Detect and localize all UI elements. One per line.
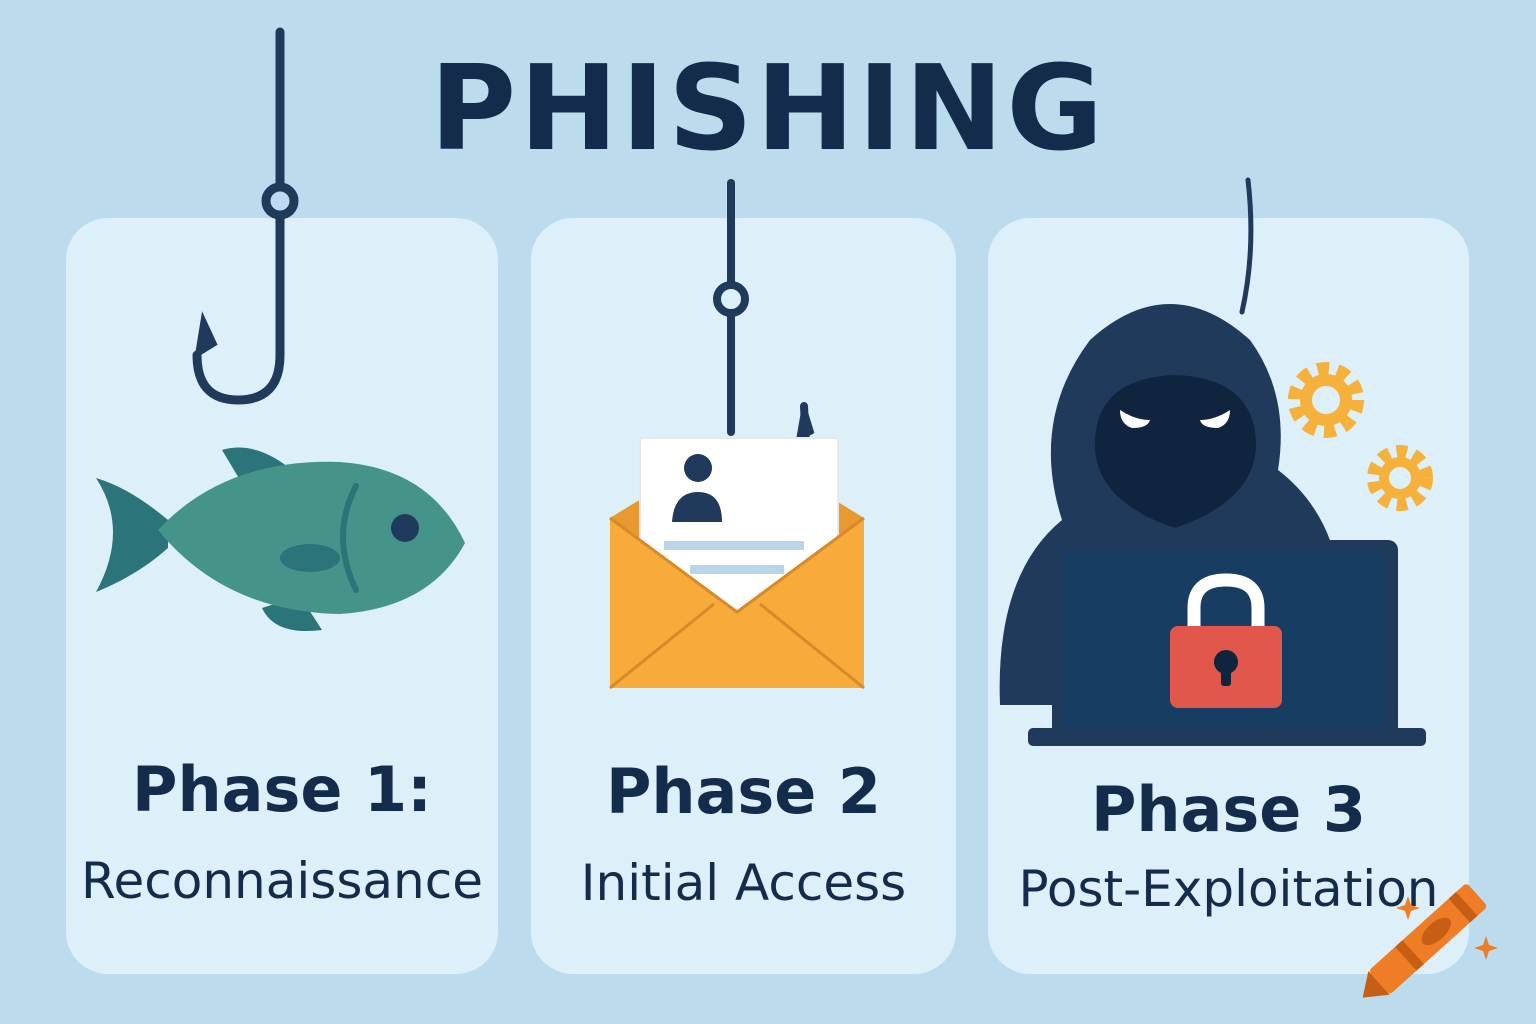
phase-1-heading: Phase 1: [132,753,432,826]
crayon-logo [1362,884,1487,998]
fish-icon [96,447,465,632]
phase-1-label: Reconnaissance [81,852,483,910]
phase-2-heading: Phase 2 [605,755,882,828]
fishing-line [1239,177,1254,315]
page-title: PHISHING [429,39,1107,177]
envelope-icon [609,437,865,690]
lock-icon [1170,573,1282,708]
phase-2-label: Initial Access [580,854,907,912]
fishing-hook-icon [192,27,299,405]
sparkle-icon [1396,896,1498,960]
phase-3-heading: Phase 3 [1090,773,1367,846]
phase-3-label: Post-Exploitation [1018,860,1439,918]
gear-icon [1288,362,1433,511]
